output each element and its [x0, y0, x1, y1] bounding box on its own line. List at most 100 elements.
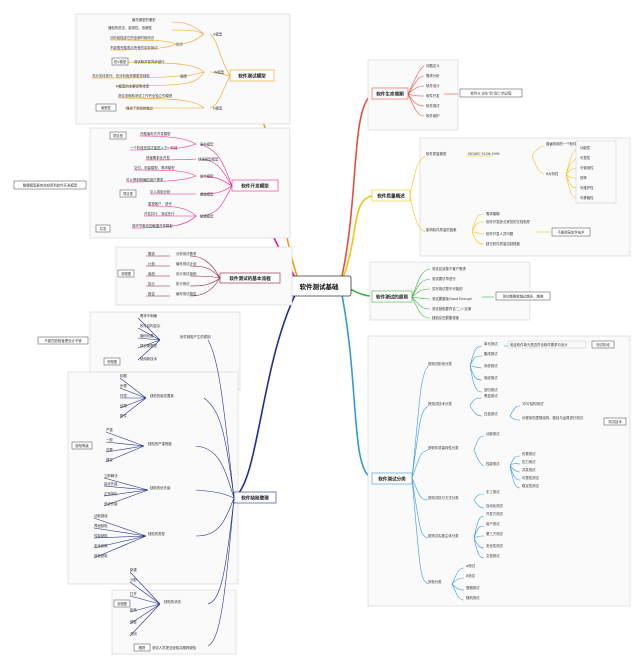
center-node[interactable]: 软件测试基础 — [286, 275, 352, 297]
bug-attrs-item-0: 标题 — [120, 373, 127, 378]
quality-measure-item-0: 需求模糊 — [486, 211, 500, 216]
category-scope-label: 按测试实施主体分类 — [428, 533, 459, 538]
model-w-item-1: 充分支持迭代、充分利用资源更多缺陷 — [92, 73, 150, 78]
dev-lines — [125, 135, 233, 229]
life-item-5: 软件维护 — [426, 113, 440, 118]
model-h-tag[interactable]: 局限性 — [95, 103, 117, 112]
bug-intro-item-4: 使用新技术 — [140, 356, 158, 361]
dev-agile-tag[interactable]: 并发 — [95, 224, 111, 233]
branch-flow: 软件测试的基本流程 流程图 需求 分析测试需求 计划 编写测试计划 用例 设计测… — [115, 246, 293, 306]
model-w-tag[interactable]: 双V模型 — [111, 57, 129, 66]
quality-measure-tag[interactable]: 不能提高软件技术 — [551, 227, 591, 237]
bug-states-label: 缺陷的状态 — [164, 599, 182, 604]
category-perf-item-2: 并发测试 — [522, 467, 536, 472]
flow-tag[interactable]: 流程图 — [117, 269, 135, 278]
connector-category — [339, 284, 373, 479]
quality-measure-item-1: 软件开发缺乏规范的文档指导 — [486, 219, 531, 224]
bug-types-item-4: 其他缺陷 — [94, 553, 108, 558]
model-h-label: H模型 — [213, 106, 223, 111]
life-title-node[interactable]: 软件生命周期 — [371, 87, 409, 100]
dev-title: 软件开发模型 — [241, 183, 269, 190]
quality-char-0: 功能性 — [580, 145, 591, 150]
life-item-2: 软件设计 — [426, 83, 440, 88]
model-w-note: H模型的主要优势体现 — [116, 84, 150, 89]
category-other-item-1: β测试 — [466, 573, 476, 578]
svg-text:测试技术: 测试技术 — [608, 419, 622, 424]
svg-text:流程图: 流程图 — [117, 601, 128, 606]
quality-lines — [409, 145, 579, 245]
bug-attrs-item-3: 结果 — [120, 403, 127, 408]
bug-severity-tag[interactable]: 缺陷等级 — [71, 441, 93, 450]
category-execute-item-0: 手工测试 — [486, 489, 500, 494]
bug-types-item-3: 安全缺陷 — [94, 543, 108, 548]
bug-severity-label: 缺陷的严重程度 — [148, 441, 172, 446]
bug-states-item-2: 打开 — [130, 591, 137, 596]
quality-char-3: 效率 — [580, 175, 587, 180]
category-visible-tag[interactable]: 测试技术 — [603, 417, 627, 426]
category-title-node[interactable]: 软件测试分类 — [371, 472, 413, 485]
dev-left-tag[interactable]: 敏捷模型最有效应用到软件开发模型 — [13, 180, 87, 190]
quality-char-1: 可靠性 — [580, 155, 591, 160]
principle-item-4: 测试缺陷要符合'二八'定律 — [432, 306, 472, 311]
bug-intro-item-2: 编码问题 — [140, 333, 154, 338]
quality-char-5: 可移植性 — [580, 195, 594, 200]
bug-tracking-tag[interactable]: 跟踪 — [133, 643, 151, 652]
category-perf-item-3: 可靠性测试 — [522, 475, 540, 480]
model-title: 软件测试模型 — [238, 73, 266, 80]
bug-priority-item-1: 高优先级 — [104, 481, 118, 486]
svg-text:缺陷等级: 缺陷等级 — [75, 443, 89, 448]
bug-intro-tag[interactable]: 流程图 — [103, 357, 121, 366]
category-quality-func: 功能测试 — [486, 431, 500, 436]
dev-agile-item-0: 重视客户、迭代 — [148, 201, 172, 206]
bug-title-node[interactable]: 软件缺陷管理 — [233, 491, 277, 504]
principle-item-5: 缺陷存在群集现象 — [432, 315, 460, 320]
dev-spiral-tag[interactable]: 项目型 — [119, 189, 137, 198]
life-note-tag[interactable]: 软件从'出生'到'消亡'的过程 — [459, 88, 523, 98]
dev-title-node[interactable]: 软件开发模型 — [231, 179, 279, 192]
category-stage-desc: 验证软件单元是否符合软件需求与设计 — [510, 342, 568, 347]
flow-title-node[interactable]: 软件测试的基本流程 — [219, 272, 281, 284]
bug-priority-item-3: 低优先级 — [104, 501, 118, 506]
dev-waterfall-tag[interactable]: 项目型 — [109, 131, 127, 140]
principle-title-node[interactable]: 软件测试的原则 — [371, 290, 413, 303]
dev-waterfall-item-1: 一个阶段完成才能进入下一阶段 — [130, 145, 178, 150]
dev-spiral-item-0: 引入风险分析 — [150, 189, 171, 194]
flow-title: 软件测试的基本流程 — [229, 275, 271, 282]
bug-severity-item-3: 建议 — [106, 457, 113, 462]
bug-lines — [93, 317, 235, 647]
principle-title: 软件测试的原则 — [376, 294, 409, 301]
quality-title-node[interactable]: 软件质量概述 — [371, 189, 411, 202]
svg-text:跟踪: 跟踪 — [139, 645, 146, 650]
bug-intro-left-tag[interactable]: 不能在缺陷管理设计不够 — [37, 336, 89, 345]
dev-iterative-item-1: 可以得到明确的用户需求 — [126, 177, 164, 182]
bug-attrs-item-2: 环境 — [120, 393, 127, 398]
category-perf-item-0: 负载测试 — [522, 451, 536, 456]
branch-model: 软件测试模型 V模型 W模型 H模型 最先模型的雏形 通俗的说法、能用性、依赖性… — [75, 13, 291, 125]
life-title: 软件生命周期 — [376, 91, 404, 98]
category-panel — [367, 335, 631, 607]
svg-text:局限性: 局限性 — [101, 105, 112, 110]
category-stage-item-1: 集成测试 — [484, 351, 498, 356]
model-v-bad-1: 不能很完整表示所有的实际测试 — [110, 45, 158, 50]
svg-text:不能在缺陷管理设计不够: 不能在缺陷管理设计不够 — [44, 338, 82, 343]
bug-states-tag[interactable]: 流程图 — [113, 599, 131, 608]
quality-model-desc: 普遍采用的一个软件质量模型国际标准 — [546, 141, 604, 146]
dev-waterfall-item-0: 开展瀑布式开发模型 — [140, 131, 171, 136]
category-execute-label: 按测试执行方式分类 — [428, 495, 459, 500]
svg-text:敏捷模型最有效应用到软件开发模型: 敏捷模型最有效应用到软件开发模型 — [23, 182, 78, 187]
model-title-node[interactable]: 软件测试模型 — [229, 69, 275, 82]
branch-bug: 软件缺陷管理 软件缺陷产生的原因 不能在缺陷管理设计不够 流程图 需求不明确 — [37, 311, 277, 655]
category-stage-tag[interactable]: 测试阶段 — [591, 340, 615, 349]
category-visible-item-0: 黑盒测试 — [484, 393, 498, 398]
center-title: 软件测试基础 — [300, 282, 340, 291]
flow-row-0-key: 需求 — [148, 251, 155, 256]
quality-chars-box — [575, 140, 617, 204]
principle-note-tag[interactable]: 测试越晚就越过越多，越难 — [495, 291, 551, 301]
flow-row-1-val: 编写测试计划 — [176, 261, 197, 266]
flow-row-4-key: 报告 — [148, 291, 155, 296]
bug-severity-item-0: 严重 — [106, 427, 113, 432]
bug-types-label: 缺陷的类型 — [148, 531, 166, 536]
bug-main-panel — [67, 371, 239, 585]
category-perf-item-1: 压力测试 — [522, 459, 536, 464]
